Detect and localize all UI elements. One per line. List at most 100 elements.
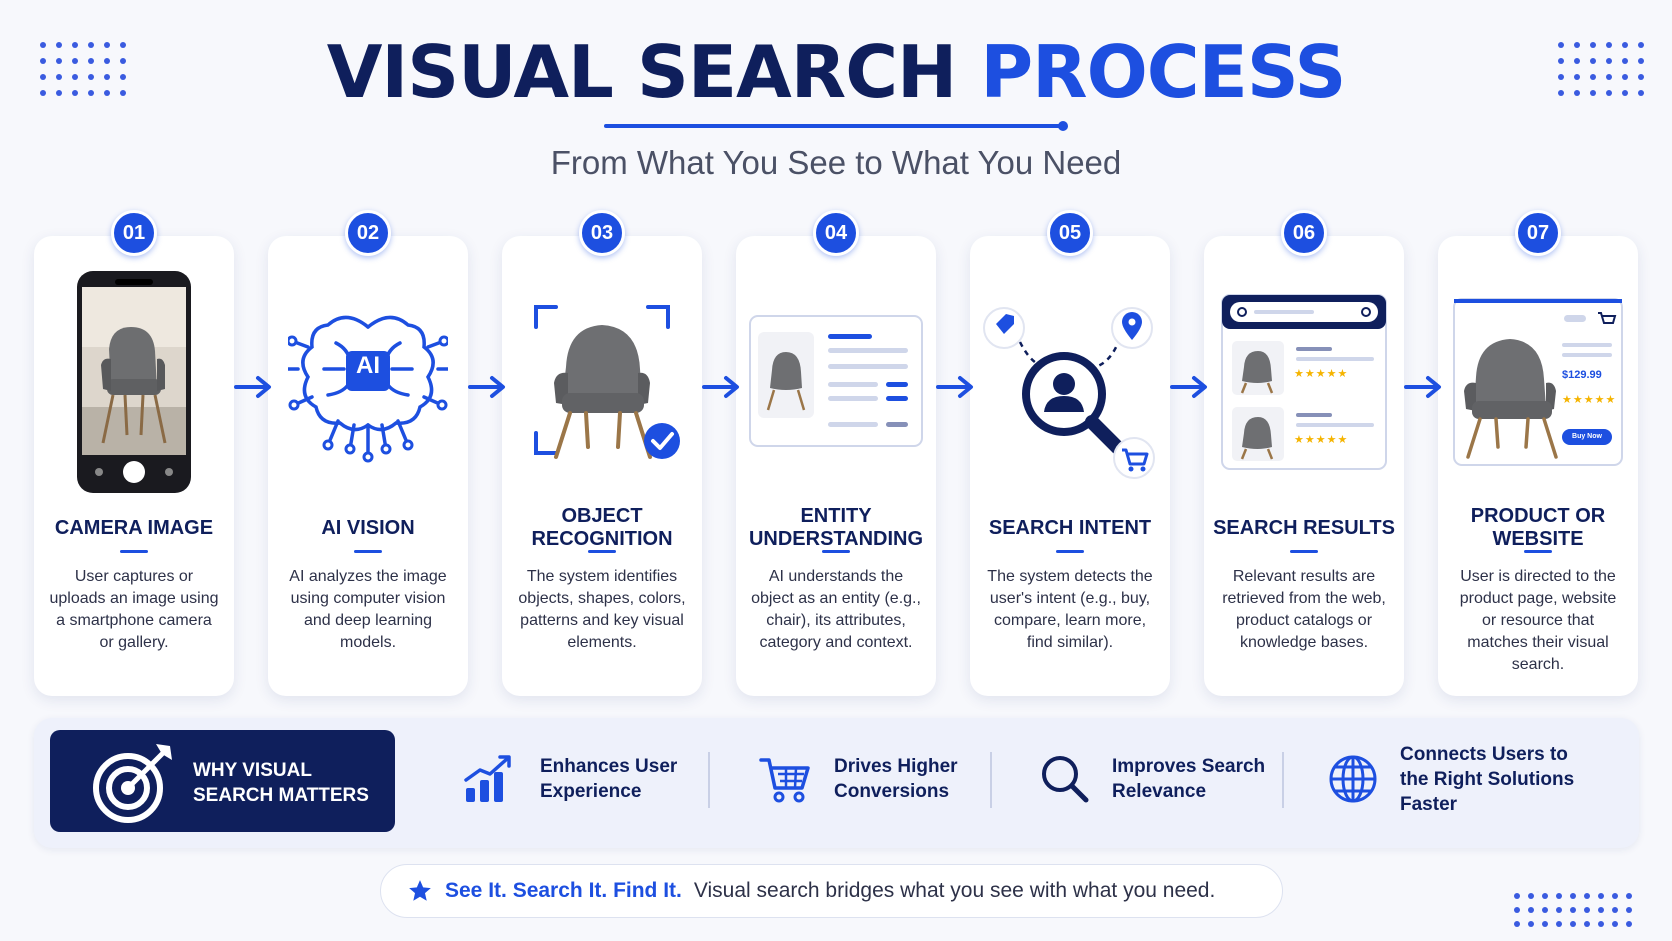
step-card-entity-understanding: 04 ENTITY UNDERSTANDING AI understands t…: [736, 210, 936, 696]
star-icon: [409, 880, 431, 901]
decorative-dot: [1612, 921, 1618, 927]
decorative-dot: [1542, 921, 1548, 927]
shopping-cart-icon: [759, 758, 810, 803]
decorative-dot: [88, 90, 94, 96]
decorative-dot: [104, 42, 110, 48]
title-accent: PROCESS: [980, 30, 1346, 114]
decorative-dot: [56, 58, 62, 64]
decorative-dot: [88, 42, 94, 48]
step-title: ENTITY UNDERSTANDING: [748, 505, 924, 550]
decorative-dot: [56, 90, 62, 96]
decorative-dot: [1556, 907, 1562, 913]
decorative-dot: [1612, 893, 1618, 899]
tagline-banner: See It. Search It. Find It. Visual searc…: [380, 864, 1283, 918]
magnifier-icon: [1042, 756, 1089, 803]
step-title: SEARCH INTENT: [988, 516, 1152, 539]
decorative-dot: [72, 90, 78, 96]
benefit-item: Enhances User Experience: [462, 744, 702, 814]
benefit-text: Improves Search Relevance: [1112, 756, 1266, 802]
decorative-dot: [72, 42, 78, 48]
step-description: AI analyzes the image using computer vis…: [289, 568, 447, 651]
decorative-dot: [1584, 907, 1590, 913]
product-price: $129.99: [1562, 369, 1602, 381]
decorative-dot: [1622, 90, 1628, 96]
decorative-dot: [40, 90, 46, 96]
dot-pattern-bottom-right: [1514, 893, 1644, 938]
decorative-dot: [1528, 907, 1534, 913]
benefit-text: Connects Users to the Right Solutions Fa…: [1400, 743, 1575, 815]
title-main: VISUAL SEARCH: [326, 30, 958, 114]
decorative-dot: [1626, 907, 1632, 913]
decorative-dot: [1574, 42, 1580, 48]
step-title: OBJECT RECOGNITION: [531, 505, 673, 550]
divider: [990, 752, 992, 808]
step-description: The system identifies objects, shapes, c…: [518, 568, 686, 651]
arrow-right-icon: [1404, 376, 1441, 398]
title-underline: [604, 121, 1068, 131]
decorative-dot: [1622, 74, 1628, 80]
step-description: User is directed to the product page, we…: [1459, 568, 1617, 673]
rating-stars: ★★★★★: [1294, 368, 1349, 380]
decorative-dot: [1514, 907, 1520, 913]
decorative-dot: [104, 58, 110, 64]
step-title: AI VISION: [321, 516, 415, 539]
divider: [1282, 752, 1284, 808]
decorative-dot: [120, 74, 126, 80]
decorative-dot: [56, 74, 62, 80]
globe-icon: [1329, 755, 1377, 803]
decorative-dot: [1556, 921, 1562, 927]
smartphone-camera-icon: [34, 262, 234, 502]
why-visual-search-panel: WHY VISUAL SEARCH MATTERS: [50, 730, 395, 832]
target-icon: [93, 744, 172, 823]
decorative-dot: [1514, 893, 1520, 899]
step-description: AI understands the object as an entity (…: [751, 568, 921, 651]
dot-pattern-top-left: [40, 42, 126, 102]
decorative-dot: [1558, 74, 1564, 80]
decorative-dot: [1570, 907, 1576, 913]
dot-pattern-top-right: [1558, 42, 1644, 102]
step-card-product-or-website: 07 $129.99 ★★★★★ Buy: [1438, 210, 1638, 696]
step-title-underline: [822, 550, 850, 553]
step-number-badge: 07: [1515, 210, 1561, 256]
step-number-badge: 02: [345, 210, 391, 256]
decorative-dot: [1606, 90, 1612, 96]
tagline-strong: See It. Search It. Find It.: [445, 879, 682, 902]
decorative-dot: [1556, 893, 1562, 899]
buy-now-button[interactable]: Buy Now: [1572, 433, 1602, 440]
step-number-badge: 06: [1281, 210, 1327, 256]
divider: [708, 752, 710, 808]
decorative-dot: [1626, 921, 1632, 927]
benefit-text: Enhances User Experience: [540, 756, 678, 802]
decorative-dot: [1574, 58, 1580, 64]
decorative-dot: [1598, 907, 1604, 913]
arrow-right-icon: [1170, 376, 1207, 398]
decorative-dot: [1514, 921, 1520, 927]
growth-chart-icon: [464, 755, 511, 802]
step-title-underline: [354, 550, 382, 553]
decorative-dot: [1590, 58, 1596, 64]
decorative-dot: [1558, 90, 1564, 96]
search-results-icon: ★★★★★ ★★★★★: [1204, 262, 1404, 502]
decorative-dot: [104, 90, 110, 96]
arrow-right-icon: [234, 376, 271, 398]
decorative-dot: [1584, 921, 1590, 927]
rating-stars: ★★★★★: [1562, 394, 1617, 406]
decorative-dot: [40, 58, 46, 64]
step-title-underline: [120, 550, 148, 553]
chair-detection-icon: [502, 262, 702, 502]
step-card-ai-vision: 02 AI AI VISION: [268, 210, 468, 696]
step-card-search-results: 06 ★★★★★ ★★★★★: [1204, 210, 1404, 696]
step-number-badge: 03: [579, 210, 625, 256]
decorative-dot: [120, 90, 126, 96]
decorative-dot: [1590, 42, 1596, 48]
decorative-dot: [88, 74, 94, 80]
decorative-dot: [1542, 893, 1548, 899]
decorative-dot: [1606, 74, 1612, 80]
step-description: User captures or uploads an image using …: [49, 568, 219, 651]
step-description: Relevant results are retrieved from the …: [1222, 568, 1386, 651]
step-title-underline: [588, 550, 616, 553]
decorative-dot: [1638, 58, 1644, 64]
decorative-dot: [1622, 58, 1628, 64]
step-title-underline: [1524, 550, 1552, 553]
decorative-dot: [1590, 74, 1596, 80]
